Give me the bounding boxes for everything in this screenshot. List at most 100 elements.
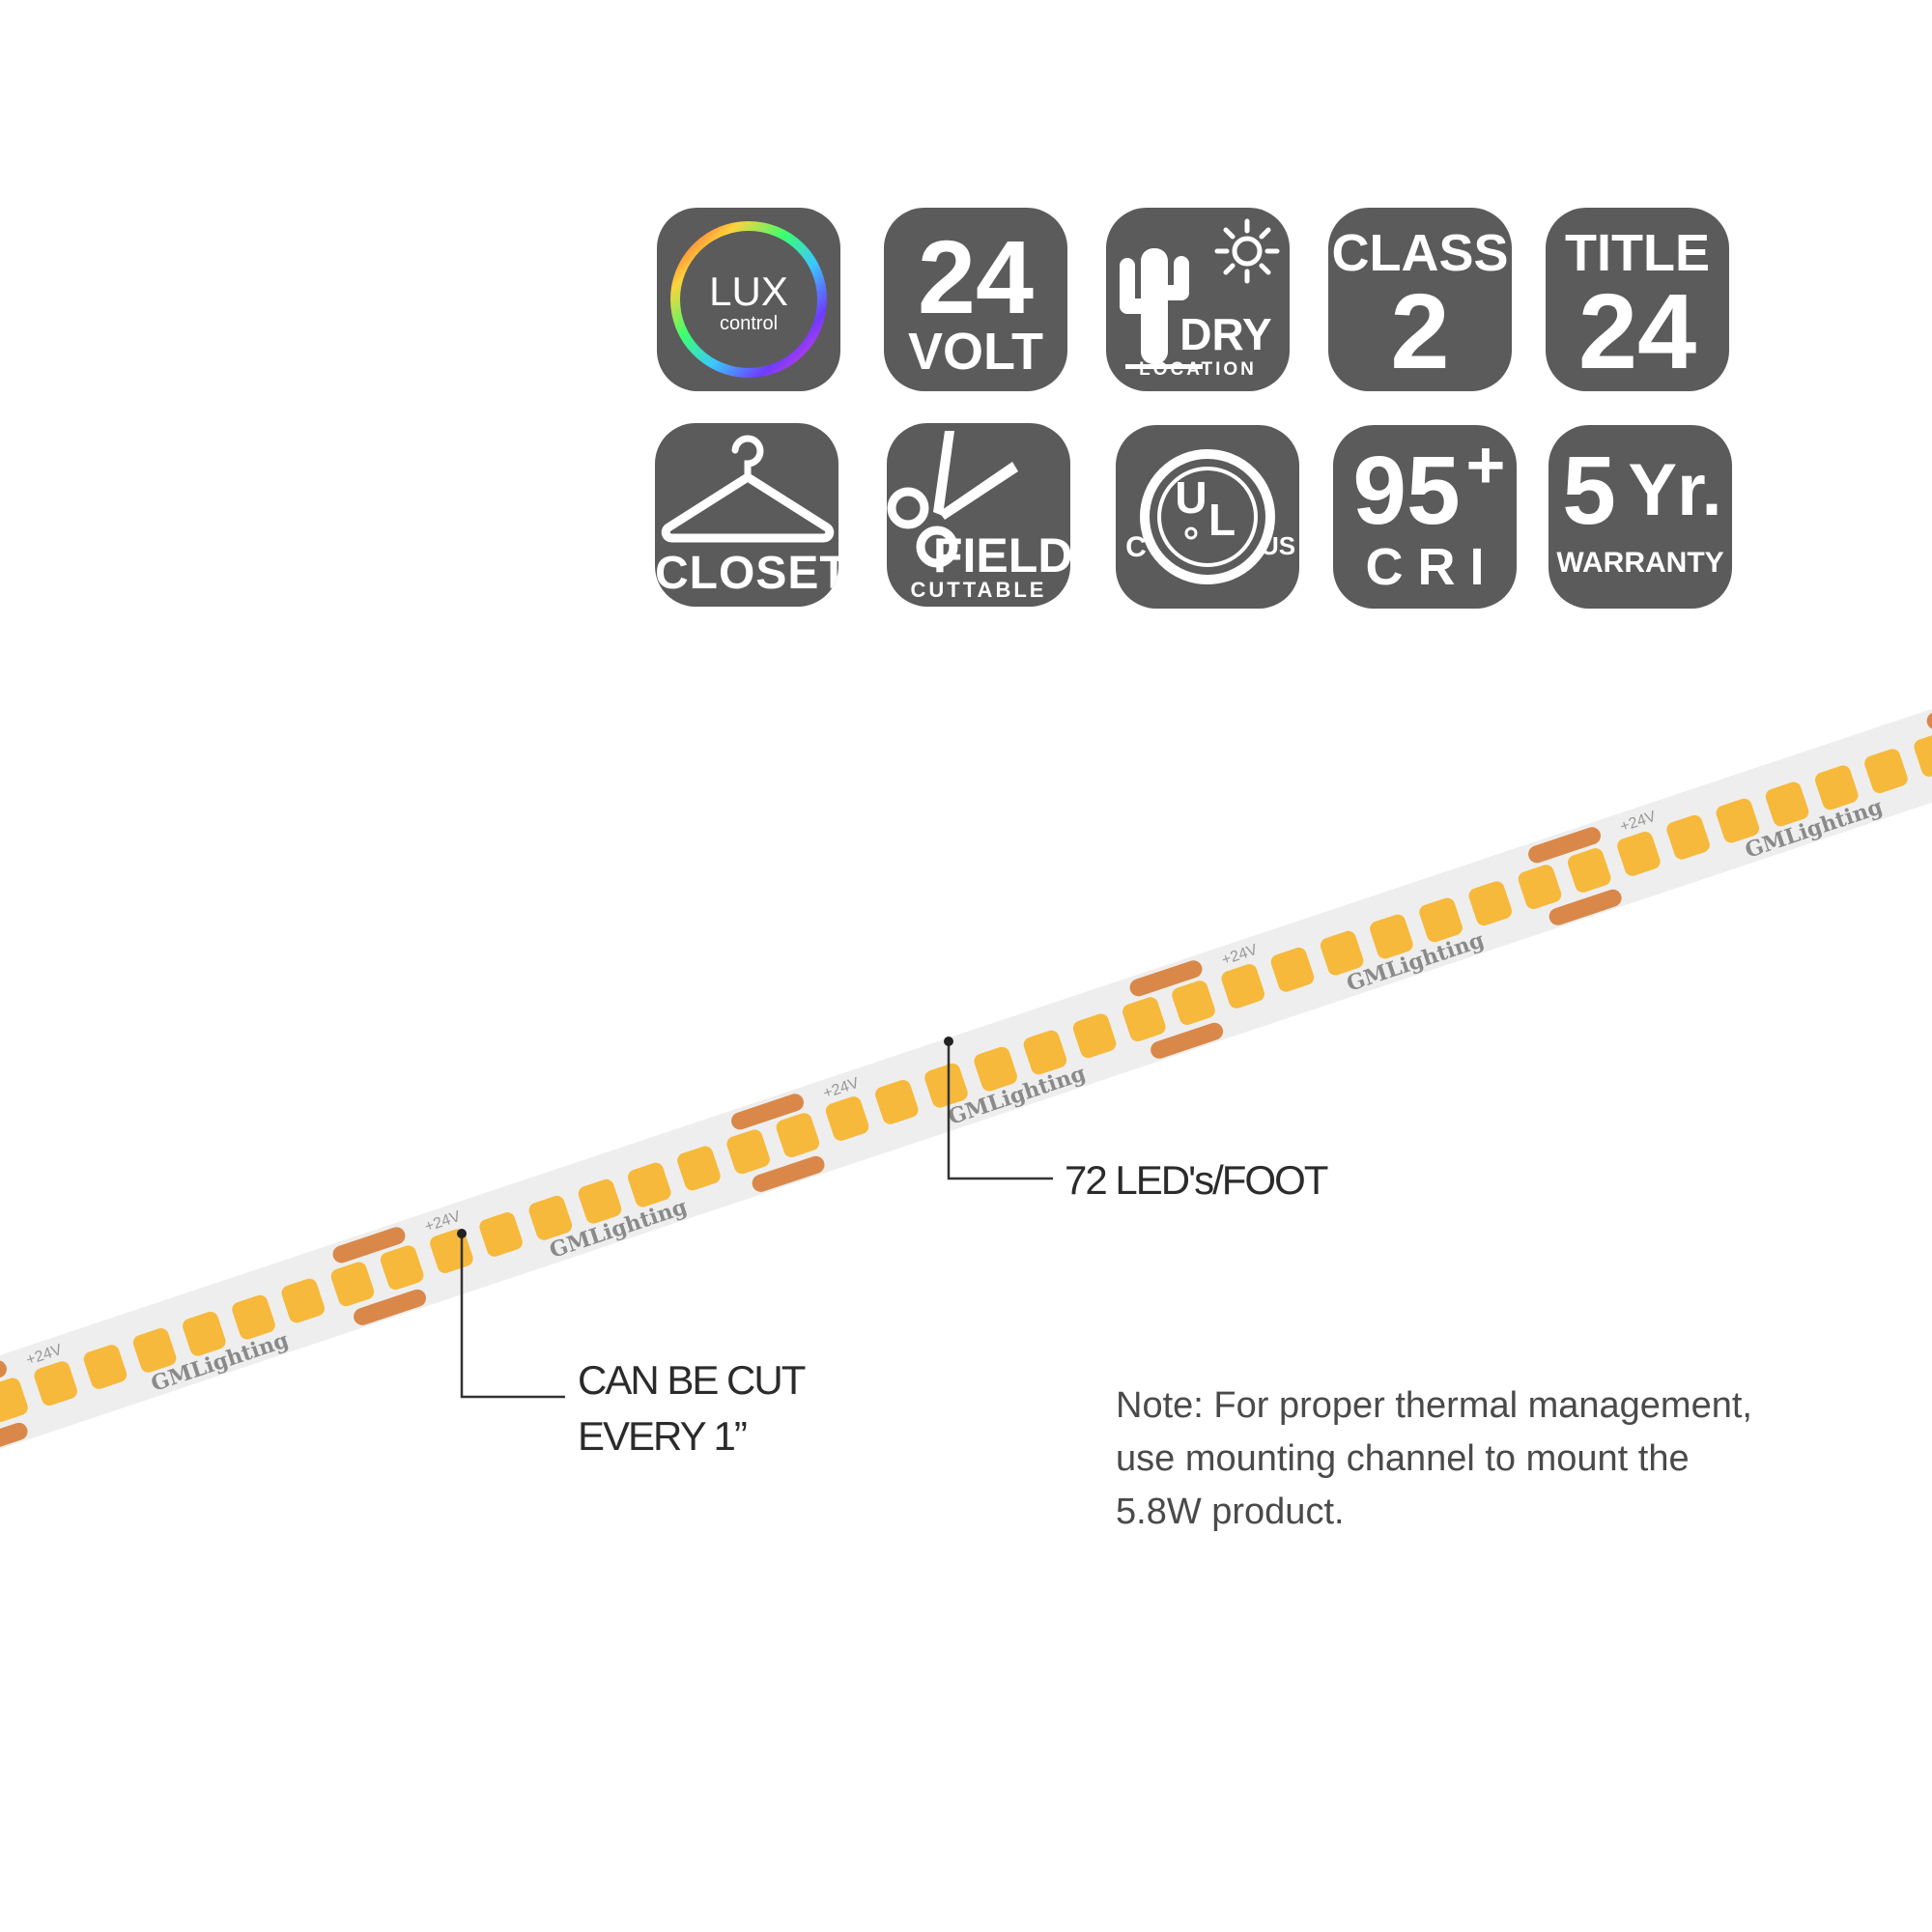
cut-pad [1548, 889, 1622, 925]
title-24-badge: TITLE 24 [1546, 208, 1729, 391]
led-chip [380, 1245, 424, 1291]
led-chip [1221, 964, 1264, 1009]
led-chip [1765, 781, 1809, 827]
ul-us-text: US [1260, 531, 1296, 560]
led-chip [1172, 980, 1215, 1025]
lux-text: LUX [709, 269, 788, 314]
cuttable-text: CUTTABLE [910, 578, 1047, 602]
led-chip [1666, 814, 1710, 860]
cut-pad [1129, 960, 1203, 997]
ul-l-text: L [1208, 495, 1236, 545]
closet-text: CLOSET [655, 548, 838, 599]
field-cuttable-badge: FIELD CUTTABLE [887, 423, 1070, 607]
thermal-note: Note: For proper thermal management, use… [1116, 1379, 1811, 1539]
location-text: LOCATION [1139, 359, 1257, 380]
led-chip [183, 1311, 226, 1356]
95-cri-badge: 95 + C R I [1333, 425, 1517, 609]
led-chip [1815, 765, 1859, 810]
strip-body [0, 667, 1932, 1488]
cut-pad [1528, 827, 1602, 864]
class-number: 2 [1390, 272, 1450, 391]
led-chip [528, 1195, 573, 1240]
led-chip [1468, 881, 1513, 926]
cri-number: 95 [1352, 437, 1461, 545]
cut-pad [0, 1422, 28, 1459]
led-chip [132, 1328, 177, 1373]
led-chip [726, 1129, 770, 1175]
volt-number: 24 [917, 218, 1035, 335]
led-chip [1419, 897, 1463, 943]
led-chip [1122, 997, 1166, 1042]
warranty-number: 5 [1562, 437, 1616, 545]
note-line1: Note: For proper thermal management, [1116, 1385, 1752, 1426]
led-chip [232, 1294, 275, 1340]
cut-interval-label: CAN BE CUT EVERY 1” [578, 1352, 806, 1464]
leds-callout-dot [944, 1037, 953, 1046]
cut-pad [731, 1094, 804, 1130]
class-2-badge: CLASS 2 [1328, 208, 1512, 391]
cut-pad [332, 1227, 406, 1264]
led-chip [1270, 947, 1315, 992]
hanger-icon [661, 435, 835, 543]
cri-plus: + [1465, 427, 1506, 502]
closet-badge: CLOSET [655, 423, 838, 607]
ul-u-text: U [1175, 472, 1208, 523]
cut-callout-dot [457, 1229, 467, 1238]
field-text: FIELD [933, 528, 1070, 582]
led-chip [677, 1146, 721, 1191]
led-chip [1716, 798, 1760, 843]
dry-location-badge: DRY LOCATION [1106, 208, 1290, 391]
led-chip [1320, 930, 1364, 976]
ul-mark-icon [1140, 449, 1275, 584]
scissors-icon [887, 431, 1018, 568]
led-chip [627, 1162, 671, 1208]
led-chip [281, 1278, 325, 1323]
title-number: 24 [1577, 272, 1697, 391]
cut-callout-line [460, 1234, 565, 1399]
24-volt-badge: 24 VOLT [884, 208, 1067, 391]
led-chip [875, 1080, 919, 1124]
led-chip [330, 1262, 375, 1307]
led-chip [479, 1212, 523, 1257]
title-text: TITLE [1565, 224, 1710, 282]
lux-control-badge: LUX control [657, 208, 840, 391]
note-line2: use mounting channel to mount the [1116, 1438, 1690, 1479]
color-ring-icon [670, 221, 827, 378]
cactus-sun-icon [1120, 218, 1280, 369]
led-chip [578, 1179, 622, 1224]
led-chip [825, 1096, 869, 1141]
leds-per-foot-label: 72 LED's/FOOT [1065, 1157, 1328, 1203]
leds-callout-line [947, 1041, 1053, 1180]
led-chip [34, 1361, 77, 1406]
led-chip [1072, 1013, 1117, 1059]
led-chip [1914, 732, 1932, 777]
led-chip [1518, 865, 1562, 909]
led-chip [1617, 831, 1661, 876]
led-chip [0, 1378, 28, 1423]
5-year-warranty-badge: 5 Yr. WARRANTY [1548, 425, 1732, 609]
led-chip [1567, 848, 1611, 893]
ul-listed-badge: U L C US [1116, 425, 1299, 609]
led-chip [1023, 1030, 1067, 1075]
feature-badges: LUX control 24 VOLT DRY LOCAT [0, 0, 1932, 638]
cri-label: C R I [1365, 538, 1485, 596]
cut-label-line1: CAN BE CUT [578, 1357, 806, 1403]
cut-pad [354, 1289, 427, 1325]
cut-label-line2: EVERY 1” [578, 1413, 748, 1459]
led-chip [83, 1345, 128, 1389]
note-line3: 5.8W product. [1116, 1492, 1345, 1532]
volt-unit: VOLT [908, 323, 1043, 381]
cut-pad [1151, 1022, 1224, 1059]
led-chip [776, 1113, 820, 1158]
warranty-label: WARRANTY [1556, 547, 1724, 579]
class-text: CLASS [1331, 224, 1509, 282]
warranty-yr: Yr. [1628, 449, 1722, 531]
led-chip [1864, 749, 1908, 794]
led-chip [974, 1046, 1017, 1092]
control-text: control [719, 313, 779, 334]
led-chip [1370, 914, 1413, 959]
cut-pad [752, 1155, 825, 1192]
led-chip [924, 1063, 968, 1108]
